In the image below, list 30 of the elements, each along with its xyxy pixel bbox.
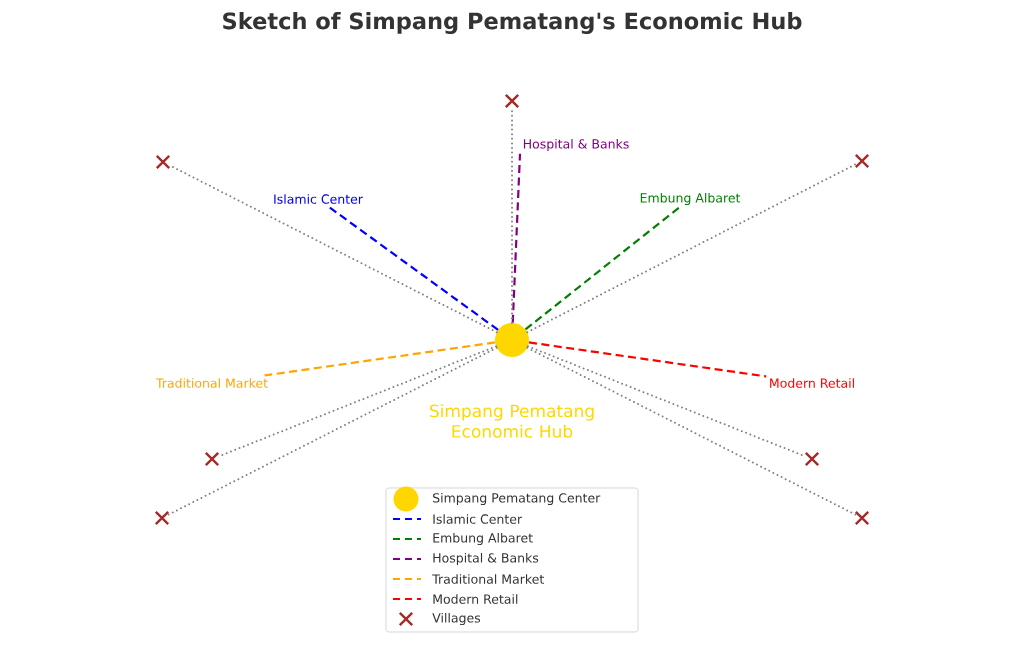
cross-marker bbox=[504, 93, 520, 109]
cross-marker bbox=[155, 154, 171, 170]
place-label: Hospital & Banks bbox=[523, 138, 629, 152]
hub-label: Simpang Pematang Economic Hub bbox=[430, 404, 594, 438]
place-label: Embung Albaret bbox=[640, 192, 741, 206]
dashed-line bbox=[528, 341, 767, 378]
place-label: Traditional Market bbox=[155, 378, 268, 388]
cross-marker bbox=[854, 510, 870, 526]
dotted-line bbox=[526, 346, 857, 516]
cross-marker bbox=[154, 510, 170, 526]
cross-marker bbox=[204, 451, 220, 467]
dashed-line bbox=[327, 205, 499, 331]
cross-marker bbox=[804, 451, 820, 467]
dotted-line bbox=[167, 346, 498, 516]
legend-label: Villages bbox=[432, 612, 481, 626]
dashed-line bbox=[524, 206, 680, 331]
dashed-line bbox=[264, 341, 496, 377]
dashed-line bbox=[511, 153, 522, 323]
legend-label: Hospital & Banks bbox=[433, 552, 539, 566]
legend-label: Islamic Center bbox=[433, 514, 523, 524]
place-label: Islamic Center bbox=[274, 194, 363, 204]
hub-circle bbox=[495, 323, 529, 357]
legend-label: Simpang Pematang Center bbox=[433, 492, 601, 506]
cross-marker bbox=[854, 153, 870, 169]
title: Sketch of Simpang Pematang's Economic Hub bbox=[223, 12, 802, 34]
dotted-line bbox=[526, 163, 857, 334]
place-label: Modern Retail bbox=[770, 378, 854, 388]
legend-label: Modern Retail bbox=[433, 594, 518, 604]
legend-label: Traditional Market bbox=[432, 574, 544, 584]
legend-label: Embung Albaret bbox=[433, 532, 533, 546]
